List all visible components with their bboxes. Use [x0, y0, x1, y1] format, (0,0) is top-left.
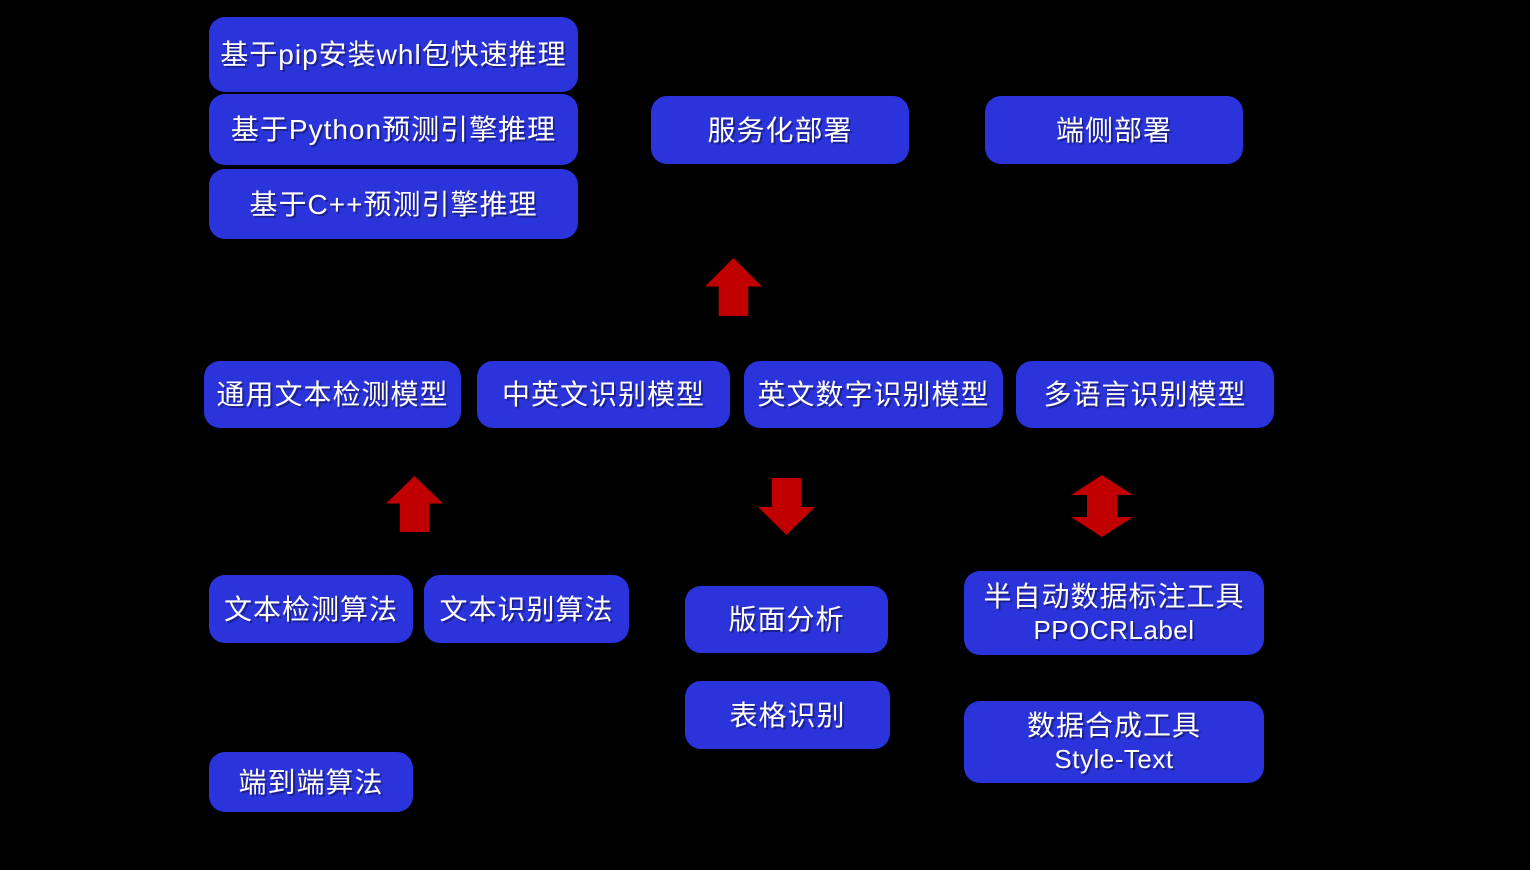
- up-down-arrow-icon: [1071, 475, 1133, 537]
- node-label: 通用文本检测模型: [216, 379, 449, 410]
- node-end-to-end-algorithms: 端到端算法: [209, 752, 413, 812]
- node-table-recognition: 表格识别: [685, 681, 890, 749]
- node-semi-auto-labeling-tool: 半自动数据标注工具 PPOCRLabel: [964, 571, 1264, 655]
- node-text-detection-algorithms: 文本检测算法: [209, 575, 413, 643]
- node-sublabel: PPOCRLabel: [1033, 615, 1195, 646]
- node-python-engine-inference: 基于Python预测引擎推理: [209, 94, 578, 165]
- node-label: 端到端算法: [238, 766, 384, 798]
- node-general-text-detection-model: 通用文本检测模型: [204, 361, 461, 428]
- node-en-digit-recognition-model: 英文数字识别模型: [744, 361, 1003, 428]
- node-label: 基于pip安装whl包快速推理: [220, 39, 567, 70]
- up-arrow-icon: [386, 476, 443, 532]
- node-label: 数据合成工具: [1026, 710, 1201, 742]
- node-data-synthesis-tool: 数据合成工具 Style-Text: [964, 701, 1264, 783]
- node-cpp-engine-inference: 基于C++预测引擎推理: [209, 169, 578, 239]
- node-label: 半自动数据标注工具: [983, 581, 1245, 613]
- node-multilingual-recognition-model: 多语言识别模型: [1016, 361, 1274, 428]
- node-label: 中英文识别模型: [501, 379, 705, 410]
- node-label: 表格识别: [729, 699, 846, 731]
- node-serving-deployment: 服务化部署: [651, 96, 909, 164]
- node-label: 服务化部署: [707, 114, 853, 146]
- node-label: 基于C++预测引擎推理: [249, 188, 538, 220]
- node-label: 文本检测算法: [223, 593, 398, 625]
- node-label: 文本识别算法: [439, 593, 614, 625]
- node-text-recognition-algorithms: 文本识别算法: [424, 575, 629, 643]
- node-sublabel: Style-Text: [1054, 744, 1174, 775]
- node-label: 多语言识别模型: [1043, 379, 1247, 410]
- node-label: 端侧部署: [1055, 114, 1172, 146]
- down-arrow-icon: [758, 478, 815, 535]
- node-label: 英文数字识别模型: [757, 379, 990, 410]
- up-arrow-icon: [705, 258, 762, 316]
- node-layout-analysis: 版面分析: [685, 586, 888, 653]
- node-pip-whl-inference: 基于pip安装whl包快速推理: [209, 17, 578, 92]
- node-label: 基于Python预测引擎推理: [230, 114, 557, 145]
- node-zh-en-recognition-model: 中英文识别模型: [477, 361, 730, 428]
- node-edge-deployment: 端侧部署: [985, 96, 1243, 164]
- node-label: 版面分析: [728, 604, 845, 635]
